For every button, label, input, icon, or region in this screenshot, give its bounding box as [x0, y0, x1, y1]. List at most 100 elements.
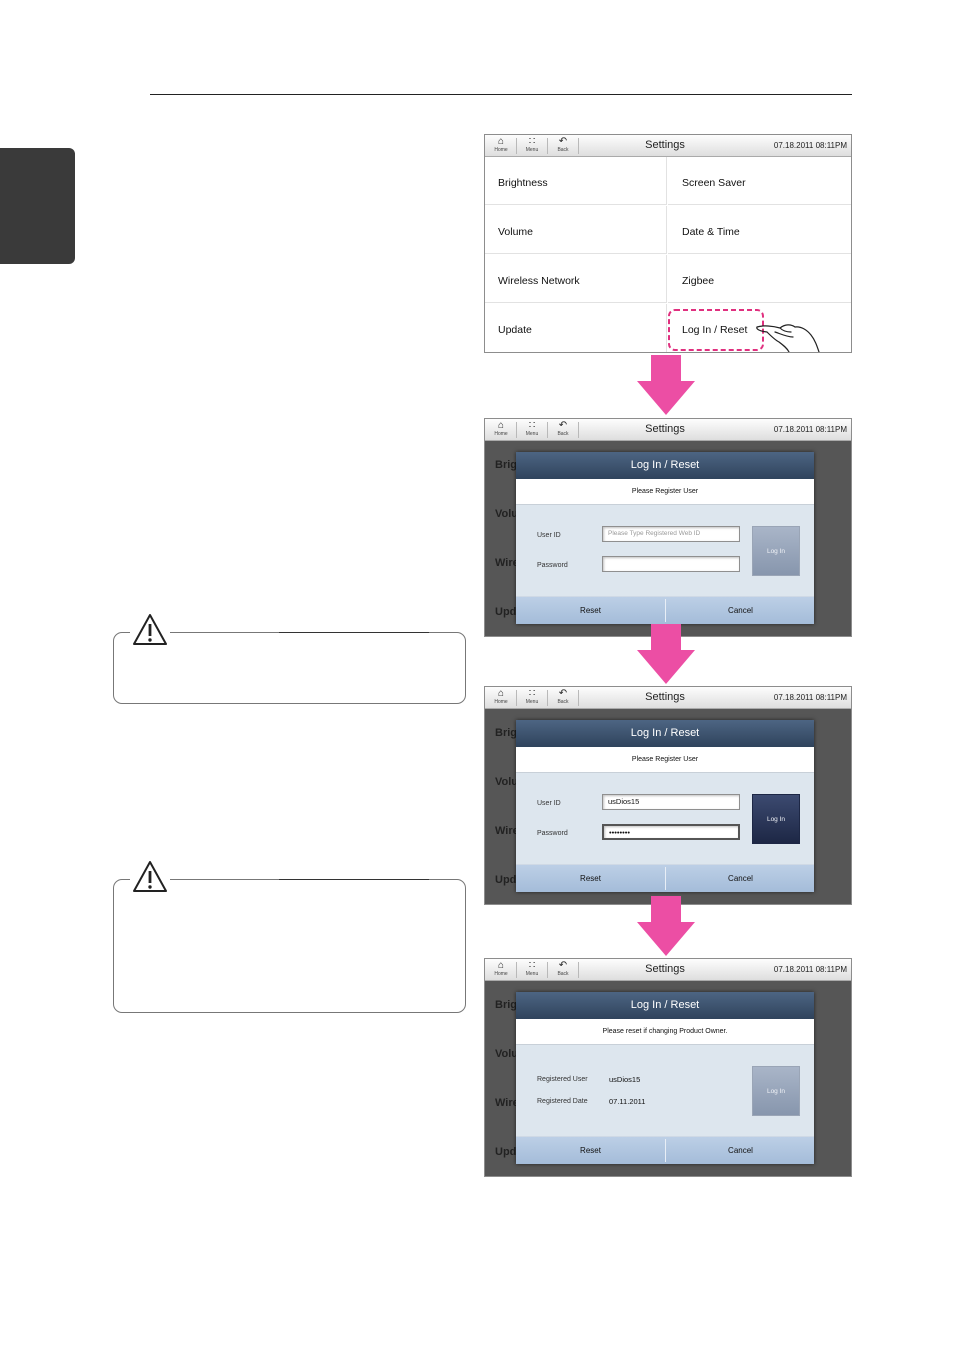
dialog-footer: Reset Cancel [516, 864, 814, 892]
page-title: Settings [645, 963, 685, 975]
home-icon: ⌂ [497, 136, 505, 147]
login-dialog: Log In / Reset Please reset if changing … [516, 992, 814, 1164]
setting-update[interactable]: Update [485, 304, 667, 352]
registered-user-label: Registered User [537, 1076, 588, 1083]
datetime: 07.18.2011 08:11PM [773, 693, 847, 702]
back-arrow-icon: ↶ [558, 136, 568, 147]
bg-item: Wire [495, 557, 519, 569]
setting-wireless-network[interactable]: Wireless Network [485, 255, 667, 303]
caution-box-1 [113, 613, 466, 704]
reset-button[interactable]: Reset [580, 1146, 601, 1155]
menu-button[interactable]: ∷ Menu [517, 136, 547, 156]
down-arrow-icon [637, 896, 695, 956]
login-button[interactable]: Log In [752, 526, 800, 576]
datetime: 07.18.2011 08:11PM [773, 141, 847, 150]
registered-date-label: Registered Date [537, 1098, 588, 1105]
bg-item: Brig [495, 459, 517, 471]
password-label: Password [537, 830, 568, 837]
password-input[interactable] [602, 556, 740, 572]
password-label: Password [537, 562, 568, 569]
login-screen-empty: ⌂ Home ∷ Menu ↶ Back Settings 07.18.2011… [484, 418, 852, 637]
login-screen-registered: ⌂ Home ∷ Menu ↶ Back Settings 07.18.2011… [484, 958, 852, 1177]
home-icon: ⌂ [497, 420, 505, 431]
bg-item: Wire [495, 1097, 519, 1109]
setting-brightness[interactable]: Brightness [485, 157, 667, 205]
dialog-footer: Reset Cancel [516, 596, 814, 624]
header-rule [150, 94, 852, 95]
bg-item: Volu [495, 776, 519, 788]
login-dialog: Log In / Reset Please Register User User… [516, 720, 814, 892]
setting-screen-saver[interactable]: Screen Saver [668, 157, 851, 205]
cancel-button[interactable]: Cancel [728, 1146, 753, 1155]
bg-item: Upd [495, 874, 517, 886]
bg-item: Brig [495, 727, 517, 739]
home-button[interactable]: ⌂ Home [486, 688, 516, 708]
caution-rule [279, 879, 429, 880]
bg-item: Volu [495, 508, 519, 520]
password-input[interactable]: •••••••• [602, 824, 740, 840]
page-title: Settings [645, 691, 685, 703]
login-dialog: Log In / Reset Please Register User User… [516, 452, 814, 624]
caution-triangle-icon [130, 613, 170, 649]
caution-triangle-icon [130, 860, 170, 896]
back-button[interactable]: ↶ Back [548, 960, 578, 980]
dialog-message: Please Register User [516, 479, 814, 505]
menu-grid-icon: ∷ [528, 136, 536, 147]
cancel-button[interactable]: Cancel [728, 606, 753, 615]
back-button[interactable]: ↶ Back [548, 136, 578, 156]
chapter-tab [0, 148, 75, 264]
back-arrow-icon: ↶ [558, 420, 568, 431]
dialog-title: Log In / Reset [516, 720, 814, 747]
datetime: 07.18.2011 08:11PM [773, 425, 847, 434]
bg-item: Wire [495, 825, 519, 837]
login-screen-filled: ⌂ Home ∷ Menu ↶ Back Settings 07.18.2011… [484, 686, 852, 905]
pointing-hand-icon [756, 324, 820, 352]
menu-button[interactable]: ∷ Menu [517, 960, 547, 980]
registered-user-value: usDios15 [609, 1075, 641, 1084]
caution-box-2 [113, 860, 466, 1013]
menu-grid-icon: ∷ [528, 420, 536, 431]
user-id-input[interactable]: Please Type Registered Web ID [602, 526, 740, 542]
dialog-title: Log In / Reset [516, 992, 814, 1019]
top-bar: ⌂ Home ∷ Menu ↶ Back Settings 07.18.2011… [485, 687, 851, 709]
datetime: 07.18.2011 08:11PM [773, 965, 847, 974]
home-button[interactable]: ⌂ Home [486, 960, 516, 980]
top-bar: ⌂ Home ∷ Menu ↶ Back Settings 07.18.2011… [485, 419, 851, 441]
setting-zigbee[interactable]: Zigbee [668, 255, 851, 303]
bg-item: Upd [495, 606, 517, 618]
page-title: Settings [645, 139, 685, 151]
setting-date-time[interactable]: Date & Time [668, 206, 851, 254]
setting-volume[interactable]: Volume [485, 206, 667, 254]
setting-login-reset[interactable]: Log In / Reset [682, 324, 748, 336]
menu-grid-icon: ∷ [528, 688, 536, 699]
settings-screen-1: ⌂ Home ∷ Menu ↶ Back Settings 07.18.2011… [484, 134, 852, 353]
down-arrow-icon [637, 355, 695, 415]
back-arrow-icon: ↶ [558, 688, 568, 699]
menu-button[interactable]: ∷ Menu [517, 420, 547, 440]
reset-button[interactable]: Reset [580, 874, 601, 883]
bg-item: Upd [495, 1146, 517, 1158]
home-button[interactable]: ⌂ Home [486, 420, 516, 440]
user-id-input[interactable]: usDios15 [602, 794, 740, 810]
login-button[interactable]: Log In [752, 794, 800, 844]
dialog-footer: Reset Cancel [516, 1136, 814, 1164]
user-id-label: User ID [537, 800, 561, 807]
home-icon: ⌂ [497, 960, 505, 971]
login-button[interactable]: Log In [752, 1066, 800, 1116]
menu-button[interactable]: ∷ Menu [517, 688, 547, 708]
home-button[interactable]: ⌂ Home [486, 136, 516, 156]
top-bar: ⌂ Home ∷ Menu ↶ Back Settings 07.18.2011… [485, 135, 851, 157]
highlight-box [668, 309, 764, 351]
user-id-label: User ID [537, 532, 561, 539]
bg-item: Volu [495, 1048, 519, 1060]
menu-grid-icon: ∷ [528, 960, 536, 971]
top-bar: ⌂ Home ∷ Menu ↶ Back Settings 07.18.2011… [485, 959, 851, 981]
registered-date-value: 07.11.2011 [609, 1097, 646, 1106]
dialog-message: Please Register User [516, 747, 814, 773]
reset-button[interactable]: Reset [580, 606, 601, 615]
back-button[interactable]: ↶ Back [548, 420, 578, 440]
cancel-button[interactable]: Cancel [728, 874, 753, 883]
back-button[interactable]: ↶ Back [548, 688, 578, 708]
dialog-title: Log In / Reset [516, 452, 814, 479]
caution-rule [279, 632, 429, 633]
